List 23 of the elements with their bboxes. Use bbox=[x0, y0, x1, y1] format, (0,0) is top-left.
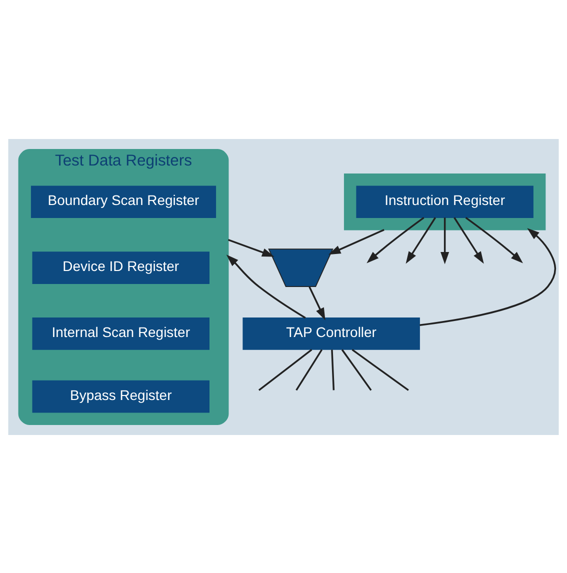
node-box: Internal Scan Register bbox=[32, 317, 210, 350]
connector bbox=[331, 349, 335, 390]
arrow bbox=[228, 238, 274, 256]
node-box: Boundary Scan Register bbox=[30, 185, 216, 218]
connector bbox=[341, 348, 372, 390]
arrow bbox=[454, 216, 484, 264]
connector bbox=[352, 348, 409, 390]
connector bbox=[258, 348, 312, 390]
arrow bbox=[328, 228, 384, 254]
arrow bbox=[366, 216, 424, 263]
connector bbox=[296, 348, 323, 390]
arrow bbox=[226, 254, 306, 318]
arrow bbox=[308, 286, 326, 320]
node-box: Instruction Register bbox=[356, 185, 534, 218]
arrow bbox=[406, 216, 436, 264]
cluster bbox=[344, 172, 546, 230]
arrow bbox=[440, 217, 450, 264]
node-box: Bypass Register bbox=[32, 380, 210, 412]
node-box: Device ID Register bbox=[32, 251, 210, 284]
arrow bbox=[420, 228, 556, 326]
arrow bbox=[465, 216, 523, 263]
node-box: TAP Controller bbox=[242, 317, 420, 350]
node-trapezoid bbox=[268, 248, 334, 286]
